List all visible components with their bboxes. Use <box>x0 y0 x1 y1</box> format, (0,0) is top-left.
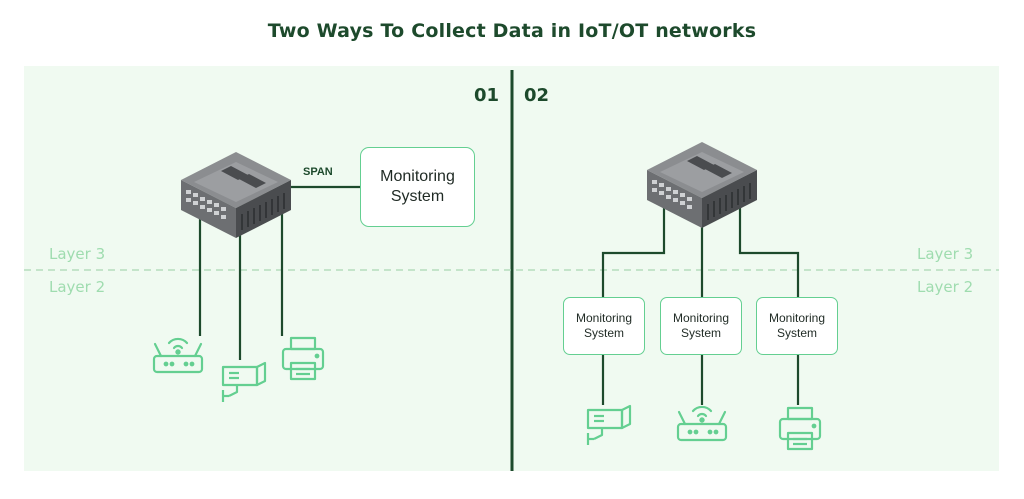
security-camera-icon <box>586 404 632 447</box>
monitoring-system-box: Monitoring System <box>360 147 475 227</box>
monitoring-system-label: Monitoring System <box>380 168 455 205</box>
page-title: Two Ways To Collect Data in IoT/OT netwo… <box>267 20 757 42</box>
printer-icon <box>281 336 325 381</box>
monitoring-system-label: Monitoring System <box>575 311 633 340</box>
layer3-label-left: Layer 3 <box>49 245 106 263</box>
monitoring-system-box-3: Monitoring System <box>756 297 838 355</box>
wifi-router-icon <box>676 405 728 442</box>
printer-icon <box>778 406 822 451</box>
security-camera-icon <box>221 361 267 404</box>
layer2-label-left: Layer 2 <box>49 278 106 296</box>
span-label: SPAN <box>303 166 333 178</box>
monitoring-system-label: Monitoring System <box>672 311 730 340</box>
wifi-router-icon <box>152 337 204 374</box>
monitoring-system-box-2: Monitoring System <box>660 297 742 355</box>
section-number-02: 02 <box>524 85 550 106</box>
section-number-01: 01 <box>474 85 500 106</box>
layer2-label-right: Layer 2 <box>917 278 974 296</box>
monitoring-system-box-1: Monitoring System <box>563 297 645 355</box>
left-connections <box>198 185 360 360</box>
right-connections <box>601 208 800 405</box>
monitoring-system-label: Monitoring System <box>768 311 826 340</box>
network-switch-icon <box>180 151 292 239</box>
layer3-label-right: Layer 3 <box>917 245 974 263</box>
